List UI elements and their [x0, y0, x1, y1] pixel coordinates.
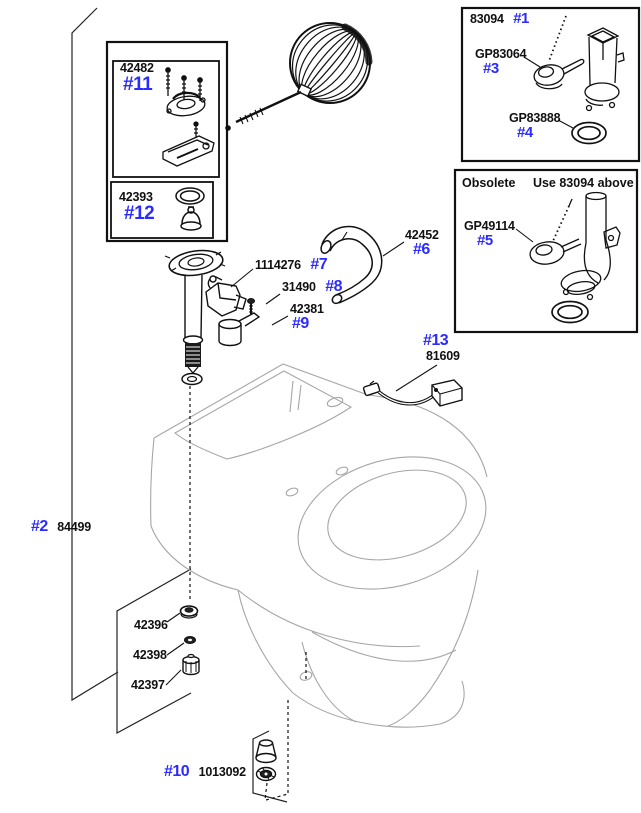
inset-box-borders — [105, 6, 641, 334]
part-label-42482: 42482 #11 — [120, 61, 154, 96]
float-ball — [225, 22, 373, 131]
part-label-42393: 42393 #12 — [119, 190, 155, 225]
screw-31490 — [247, 298, 255, 314]
part-number: 81609 — [426, 348, 460, 363]
flush-valve-current-drawing — [533, 15, 625, 145]
part-number: 42396 — [134, 618, 168, 632]
actuator-cable-81609 — [362, 379, 463, 407]
part-number: 42398 — [133, 648, 167, 662]
ref-link-4[interactable]: #4 — [517, 124, 533, 142]
part-label-31490: 31490 #8 — [282, 278, 343, 296]
fill-valve-actuator — [205, 275, 247, 317]
refill-clip-42381 — [218, 312, 261, 347]
obsolete-text: Obsolete — [462, 176, 516, 190]
part-label-1013092: #10 1013092 — [164, 763, 246, 781]
part-label-gp83064: GP83064 #3 — [475, 47, 527, 78]
part-label-81609: #13 81609 — [421, 332, 460, 363]
part-label-1114276: 1114276 #7 — [255, 256, 328, 274]
obsolete-note: Obsolete Use 83094 above — [462, 175, 634, 192]
part-label-gp49114: GP49114 #5 — [464, 219, 515, 250]
trip-lever-kit-drawing — [162, 67, 215, 167]
part-number: 42393 — [119, 190, 153, 204]
part-number: 1013092 — [198, 765, 246, 779]
flush-ball-kit-drawing — [175, 187, 205, 231]
part-number: 83094 — [470, 12, 504, 26]
part-label-42398: 42398 — [133, 647, 167, 664]
bolt-cap-parts-1013092 — [255, 739, 277, 782]
part-label-42396: 42396 — [134, 617, 168, 634]
part-label-42381: 42381 #9 — [290, 302, 324, 333]
part-label-gp83888: GP83888 #4 — [509, 111, 561, 142]
part-number: GP83064 — [475, 47, 527, 61]
part-number: GP49114 — [464, 219, 515, 233]
ref-link-8[interactable]: #8 — [325, 278, 343, 295]
tank-bolt-parts — [179, 605, 200, 676]
use-83094-text: Use 83094 above — [532, 176, 634, 190]
ref-link-6[interactable]: #6 — [413, 241, 430, 259]
leader-lines — [165, 56, 574, 686]
ref-link-2[interactable]: #2 — [31, 518, 48, 535]
part-number: 84499 — [57, 520, 92, 534]
ref-link-11[interactable]: #11 — [123, 74, 153, 96]
flush-valve-obsolete-drawing — [529, 191, 621, 324]
plane-boundary-lines — [71, 7, 288, 803]
part-number: 42381 — [290, 302, 324, 316]
ref-link-13[interactable]: #13 — [423, 332, 449, 349]
part-label-42397: 42397 — [131, 677, 165, 694]
ref-link-12[interactable]: #12 — [124, 203, 155, 225]
ref-link-9[interactable]: #9 — [292, 315, 309, 333]
part-number: 31490 — [282, 280, 316, 294]
part-number: 42452 — [405, 228, 439, 242]
fill-valve — [164, 249, 226, 386]
ref-link-10[interactable]: #10 — [164, 763, 190, 780]
part-label-84499: #2 84499 — [31, 518, 92, 536]
ref-link-3[interactable]: #3 — [483, 60, 499, 78]
part-number: GP83888 — [509, 111, 561, 125]
part-label-83094: 83094 #1 — [470, 11, 529, 28]
part-number: 42397 — [131, 678, 165, 692]
part-number: 1114276 — [255, 258, 301, 272]
assembly-dashed-lines — [189, 386, 307, 801]
ref-link-7[interactable]: #7 — [310, 256, 328, 273]
ref-link-5[interactable]: #5 — [477, 232, 493, 250]
toilet-outline — [150, 363, 488, 728]
ref-link-1[interactable]: #1 — [513, 10, 529, 27]
trip-tube-42452 — [320, 225, 383, 305]
part-number: 42482 — [120, 61, 154, 75]
part-label-42452: 42452 #6 — [405, 228, 439, 259]
